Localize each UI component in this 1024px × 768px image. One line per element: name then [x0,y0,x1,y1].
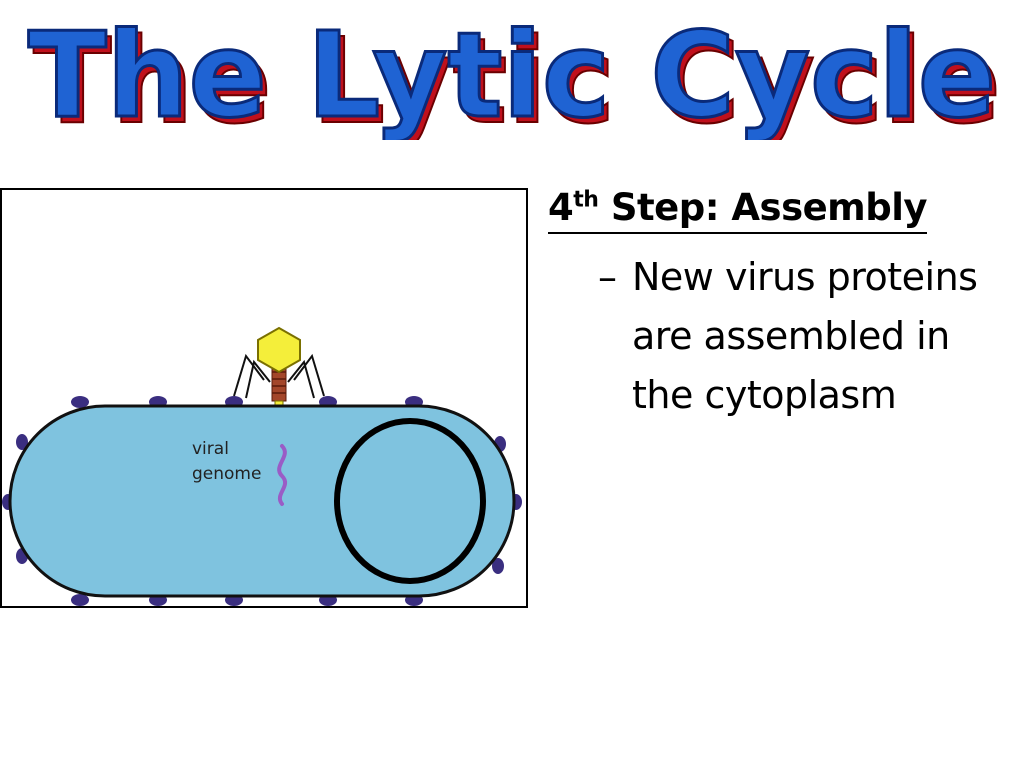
phage-legs [233,353,325,399]
slide-body: 4th Step: Assembly – New virus proteins … [548,184,1018,425]
step-heading: 4th Step: Assembly [548,184,928,234]
step-number: 4 [548,186,574,229]
slide-title: The Lytic Cycle The Lytic Cycle [0,0,1024,141]
phage-head [257,326,301,374]
step-label: Step: Assembly [598,186,928,229]
viral-genome-strand [277,444,288,506]
lytic-cycle-diagram: viral genome [0,188,528,608]
bacterium-illustration: viral genome [2,326,522,606]
bacterial-chromosome [334,418,486,584]
viral-genome-label-line2: genome [192,464,261,484]
bullet-marker: – [598,255,617,299]
bacterial-cell [8,404,516,598]
bullet-text: New virus proteins are assembled in the … [632,255,978,417]
bullet-item: – New virus proteins are assembled in th… [548,248,1018,425]
title-text: The Lytic Cycle [28,6,996,140]
title-wordart: The Lytic Cycle The Lytic Cycle [27,5,1003,141]
step-ordinal-suffix: th [573,187,599,213]
title-shadow: The Lytic Cycle [33,12,1001,140]
viral-genome-label-line1: viral [192,439,229,459]
